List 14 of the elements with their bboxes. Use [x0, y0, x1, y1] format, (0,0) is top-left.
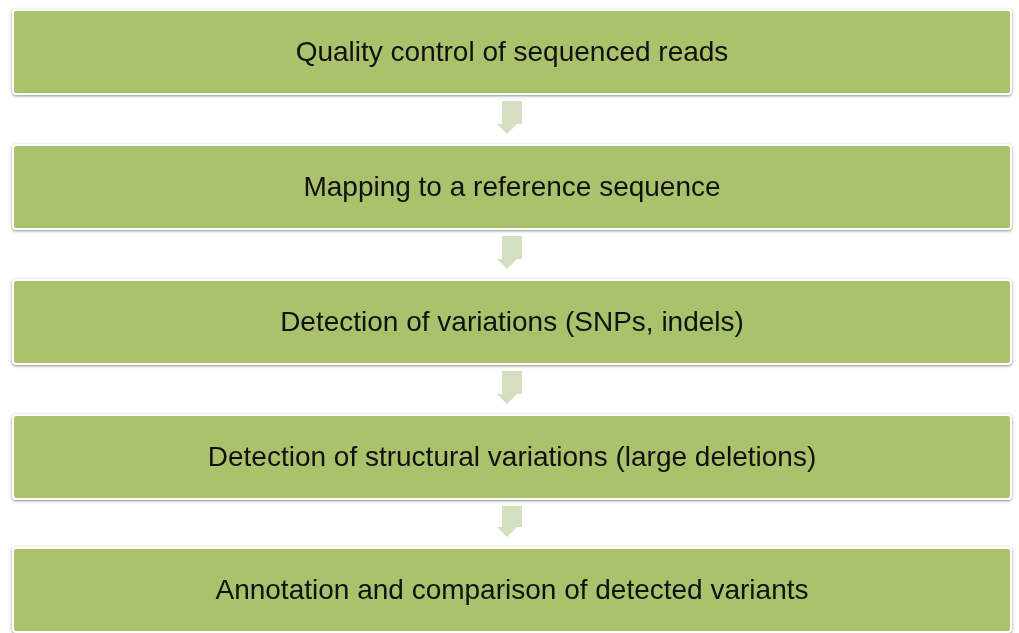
process-box	[12, 9, 1012, 95]
step-label: Quality control of sequenced reads	[295, 36, 729, 68]
block-arrow	[497, 236, 522, 269]
step-label: Annotation and comparison of detected variants	[215, 574, 809, 606]
block-arrow	[497, 371, 522, 404]
step-label: Detection of variations (SNPs, indels)	[280, 306, 744, 338]
block-arrow	[497, 506, 522, 537]
step-label: Mapping to a reference sequence	[303, 171, 721, 203]
process-box	[12, 279, 1012, 365]
block-arrow	[497, 101, 522, 134]
process-box	[12, 144, 1012, 230]
process-box	[12, 414, 1012, 500]
step-label: Detection of structural variations (large deletions)	[207, 441, 817, 473]
process-box	[12, 547, 1012, 633]
